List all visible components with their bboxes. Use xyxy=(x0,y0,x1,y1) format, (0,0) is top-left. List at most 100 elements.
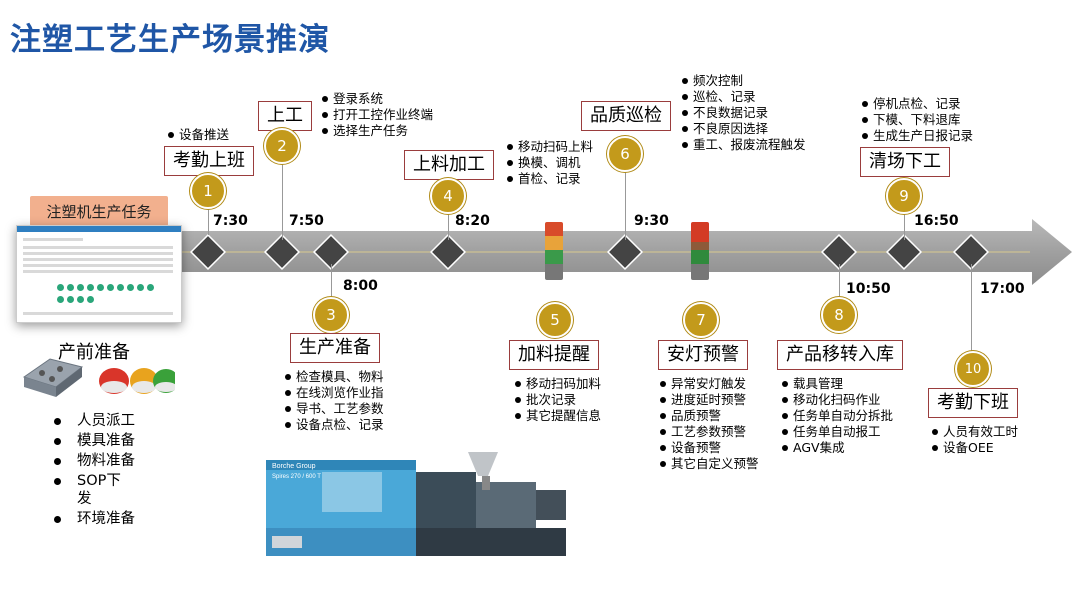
step-4-bullets: 移动扫码上料 换模、调机 首检、记录 xyxy=(505,139,593,187)
machine-model-text: Spires 270 / 600 T xyxy=(272,474,321,480)
bullet: 打开工控作业终端 xyxy=(320,107,433,123)
connector-8 xyxy=(839,264,840,298)
step-3-bullets: 检查模具、物料 在线浏览作业指 导书、工艺参数 设备点检、记录 xyxy=(283,369,384,433)
bullet: 不良原因选择 xyxy=(680,121,806,137)
connector-2 xyxy=(282,160,283,240)
bullet: 批次记录 xyxy=(513,392,601,408)
bullet: 频次控制 xyxy=(680,73,806,89)
bullet: 移动扫码加料 xyxy=(513,376,601,392)
step-1-time: 7:30 xyxy=(213,213,248,229)
bullet: 移动扫码上料 xyxy=(505,139,593,155)
bullet: 工艺参数预警 xyxy=(658,424,759,440)
bullet: 检查模具、物料 xyxy=(283,369,384,385)
step-4-node: 4 xyxy=(430,178,466,214)
step-10-node: 10 xyxy=(955,351,991,387)
bullet: 其它提醒信息 xyxy=(513,408,601,424)
prep-item: 人员派工 xyxy=(52,412,135,430)
step-9-time: 16:50 xyxy=(914,213,959,229)
diamond-6 xyxy=(606,233,644,271)
step-10-time: 17:00 xyxy=(980,281,1025,297)
prep-item: 环境准备 xyxy=(52,510,135,528)
diamond-4 xyxy=(429,233,467,271)
bullet-continuation: 导书、工艺参数 xyxy=(283,401,384,417)
bullet: 换模、调机 xyxy=(505,155,593,171)
step-4-label: 上料加工 xyxy=(404,150,494,180)
step-8-bullets: 载具管理 移动化扫码作业 任务单自动分拆批 任务单自动报工 AGV集成 xyxy=(780,376,893,456)
connector-9 xyxy=(904,210,905,240)
prep-list: 人员派工 模具准备 物料准备 SOP下发 环境准备 xyxy=(52,412,135,530)
bullet: 停机点检、记录 xyxy=(860,96,973,112)
step-8-label: 产品移转入库 xyxy=(777,340,903,370)
step-5-bullets: 移动扫码加料 批次记录 其它提醒信息 xyxy=(513,376,601,424)
bullet: 首检、记录 xyxy=(505,171,593,187)
prep-title: 产前准备 xyxy=(58,342,130,363)
step-3-time: 8:00 xyxy=(343,278,378,294)
step-6-label: 品质巡检 xyxy=(581,101,671,131)
step-2-node: 2 xyxy=(264,128,300,164)
terminal-screenshot xyxy=(16,225,182,323)
bullet: 不良数据记录 xyxy=(680,105,806,121)
step-10-bullets: 人员有效工时 设备OEE xyxy=(930,424,1018,456)
bullet: 登录系统 xyxy=(320,91,433,107)
machine-brand-text: Borche Group xyxy=(272,463,316,470)
step-6-node: 6 xyxy=(607,136,643,172)
step-9-label: 清场下工 xyxy=(860,147,950,177)
bullet: 任务单自动报工 xyxy=(780,424,893,440)
bullet: 异常安灯触发 xyxy=(658,376,759,392)
andon-light-icon xyxy=(691,222,709,280)
step-7-label: 安灯预警 xyxy=(658,340,748,370)
diamond-9 xyxy=(885,233,923,271)
diamond-10 xyxy=(952,233,990,271)
mold-and-material-icon xyxy=(22,358,175,397)
diamond-1 xyxy=(189,233,227,271)
bullet: 任务单自动分拆批 xyxy=(780,408,893,424)
connector-3 xyxy=(331,264,332,298)
step-8-node: 8 xyxy=(821,297,857,333)
step-3-label: 生产准备 xyxy=(290,333,380,363)
task-tag: 注塑机生产任务 xyxy=(30,196,168,226)
connector-10 xyxy=(971,264,972,352)
step-4-time: 8:20 xyxy=(455,213,490,229)
step-5-label: 加料提醒 xyxy=(509,340,599,370)
page-title: 注塑工艺生产场景推演 xyxy=(10,22,330,58)
step-7-bullets: 异常安灯触发 进度延时预警 品质预警 工艺参数预警 设备预警 其它自定义预警 xyxy=(658,376,759,472)
step-2-bullets: 登录系统 打开工控作业终端 选择生产任务 xyxy=(320,91,433,139)
bullet: 巡检、记录 xyxy=(680,89,806,105)
timeline-diamonds xyxy=(189,233,990,271)
step-6-bullets: 频次控制 巡检、记录 不良数据记录 不良原因选择 重工、报废流程触发 xyxy=(680,73,806,153)
diamond-3 xyxy=(312,233,350,271)
bullet: 移动化扫码作业 xyxy=(780,392,893,408)
prep-item: 物料准备 xyxy=(52,452,135,470)
diamond-8 xyxy=(820,233,858,271)
bullet: 其它自定义预警 xyxy=(658,456,759,472)
step-2-time: 7:50 xyxy=(289,213,324,229)
step-6-time: 9:30 xyxy=(634,213,669,229)
step-9-bullets: 停机点检、记录 下模、下料退库 生成生产日报记录 xyxy=(860,96,973,144)
step-3-node: 3 xyxy=(313,297,349,333)
step-7-node: 7 xyxy=(683,302,719,338)
bullet: 生成生产日报记录 xyxy=(860,128,973,144)
bullet: AGV集成 xyxy=(780,440,893,456)
diamond-2 xyxy=(263,233,301,271)
bullet: 设备推送 xyxy=(166,127,229,143)
bullet: 选择生产任务 xyxy=(320,123,433,139)
connector-1 xyxy=(208,205,209,235)
bullet: 重工、报废流程触发 xyxy=(680,137,806,153)
step-10-label: 考勤下班 xyxy=(928,388,1018,418)
bullet: 人员有效工时 xyxy=(930,424,1018,440)
bullet: 载具管理 xyxy=(780,376,893,392)
bullet: 设备预警 xyxy=(658,440,759,456)
step-8-time: 10:50 xyxy=(846,281,891,297)
step-1-node: 1 xyxy=(190,173,226,209)
andon-light-icon xyxy=(545,222,563,280)
bullet: 进度延时预警 xyxy=(658,392,759,408)
injection-molding-machine-image: Borche Group Spires 270 / 600 T xyxy=(266,452,566,556)
step-1-label: 考勤上班 xyxy=(164,146,254,176)
bullet: 设备点检、记录 xyxy=(283,417,384,433)
bullet: 下模、下料退库 xyxy=(860,112,973,128)
prep-item: SOP下发 xyxy=(52,472,135,508)
step-1-bullets: 设备推送 xyxy=(166,127,229,143)
prep-item: 模具准备 xyxy=(52,432,135,450)
step-9-node: 9 xyxy=(886,178,922,214)
